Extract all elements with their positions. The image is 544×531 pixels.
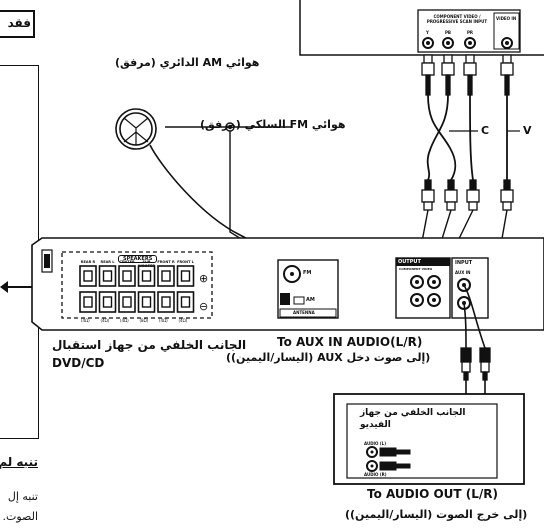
am-antenna-label: هوائي AM الدائري (مرفق) bbox=[115, 56, 260, 69]
component-video-cables bbox=[426, 94, 508, 181]
aux-caption-english: To AUX IN AUDIO(L/R) bbox=[277, 335, 423, 349]
video-cable-tag: V bbox=[523, 124, 532, 137]
speaker-terminal-clip bbox=[122, 296, 132, 308]
tv-video-in-label: VIDEO IN bbox=[496, 16, 517, 21]
speaker-block-frame bbox=[61, 251, 213, 319]
audio-out-caption-arabic: (إلى خرج الصوت (اليسار/اليمين)) bbox=[345, 508, 528, 521]
speaker-terminal-bottom[interactable] bbox=[98, 291, 117, 313]
tv-component-jack bbox=[422, 37, 513, 49]
vcr-rear-panel bbox=[333, 393, 525, 485]
aux-caption-arabic: (إلى صوت دخل AUX (اليسار/اليمين)) bbox=[226, 351, 431, 364]
speaker-terminal-top[interactable] bbox=[118, 265, 136, 287]
audio-rca-plug bbox=[460, 347, 491, 381]
speaker-terminal-clip bbox=[161, 296, 171, 308]
speaker-terminal-clip bbox=[141, 270, 152, 282]
speaker-impedance-label: (4Ω) bbox=[81, 318, 90, 323]
antenna-terminal bbox=[277, 259, 339, 319]
speaker-channel-label: FRONT L bbox=[177, 260, 194, 264]
side-panel-title-box: فقد bbox=[0, 10, 35, 38]
speaker-impedance-label: (4Ω) bbox=[100, 318, 110, 323]
speaker-channel-label: FRONT R bbox=[157, 260, 175, 264]
tv-component-header: COMPONENT VIDEO / PROGRESSIVE SCAN INPUT bbox=[426, 14, 488, 24]
speaker-impedance-label: (8Ω) bbox=[139, 318, 149, 323]
speaker-minus-icon: ⊖ bbox=[199, 300, 209, 313]
speaker-channel-label: SUB WOOFER bbox=[137, 260, 156, 268]
speaker-terminal-clip bbox=[122, 270, 132, 282]
speaker-terminal-clip bbox=[102, 296, 113, 308]
tv-jack-y-label: Y bbox=[426, 30, 429, 35]
speaker-channel-label: REAR R bbox=[80, 260, 96, 264]
tv-jack-pr-label: PR bbox=[467, 30, 474, 35]
speaker-channel-label: CENTER bbox=[119, 260, 135, 264]
fm-antenna-label: هوائي FM السلكي (مرفق) bbox=[200, 118, 346, 131]
aux-in-label: AUX IN bbox=[455, 270, 471, 275]
speaker-terminal-clip bbox=[83, 296, 93, 308]
audio-out-caption-english: To AUDIO OUT (L/R) bbox=[367, 487, 499, 501]
tv-rear-panel bbox=[299, 0, 544, 56]
speaker-terminal-top[interactable] bbox=[98, 265, 117, 287]
rear-caption-arabic: الجانب الخلفي من جهاز استقبال bbox=[52, 338, 247, 352]
speaker-terminal-bottom[interactable] bbox=[157, 291, 175, 313]
speaker-terminals bbox=[79, 265, 195, 313]
receiver-rca-plug bbox=[421, 179, 514, 211]
speaker-terminal-clip bbox=[180, 270, 191, 282]
rear-caption-model: DVD/CD bbox=[52, 356, 105, 370]
speaker-impedance-label: (4Ω) bbox=[120, 318, 129, 323]
speakers-header: SPEAKERS bbox=[118, 255, 158, 263]
speaker-impedance-label: (4Ω) bbox=[159, 318, 168, 323]
side-panel-title: فقد bbox=[7, 16, 31, 30]
antenna-am-label: AM bbox=[306, 297, 315, 303]
tv-jack-pb-label: PB bbox=[445, 30, 451, 35]
output-input-panel bbox=[395, 257, 489, 319]
speaker-plus-icon: ⊕ bbox=[199, 272, 209, 285]
speaker-terminal-bottom[interactable] bbox=[118, 291, 136, 313]
warning-heading: تنبه لم bbox=[0, 455, 38, 469]
speaker-terminal-top[interactable] bbox=[137, 265, 156, 287]
component-cable-tag: C bbox=[481, 124, 490, 137]
output-sub-label: COMPONENT VIDEO bbox=[399, 267, 433, 271]
speaker-terminal-clip bbox=[180, 296, 191, 308]
antenna-panel-label: ANTENNA bbox=[293, 310, 315, 315]
speaker-terminal-clip bbox=[141, 296, 152, 308]
speaker-terminal-top[interactable] bbox=[79, 265, 97, 287]
tv-rca-plug bbox=[421, 54, 514, 96]
speaker-terminal-bottom[interactable] bbox=[137, 291, 156, 313]
warning-line-2: الصوت. bbox=[2, 510, 38, 523]
vcr-audio-r-label: AUDIO (R) bbox=[364, 472, 387, 477]
antenna-fm-label: FM bbox=[303, 270, 312, 276]
speaker-impedance-label: (4Ω) bbox=[178, 318, 188, 323]
arrow-head-icon bbox=[0, 281, 8, 293]
audio-cable bbox=[463, 284, 486, 349]
speaker-terminal-clip bbox=[83, 270, 93, 282]
vcr-label-line-2: الفيديو bbox=[360, 420, 391, 430]
speaker-terminal-bottom[interactable] bbox=[79, 291, 97, 313]
speaker-terminal-clip bbox=[161, 270, 171, 282]
vcr-rca-plug bbox=[379, 447, 411, 471]
speaker-terminal-bottom[interactable] bbox=[176, 291, 195, 313]
output-jack-panel bbox=[395, 257, 451, 319]
speaker-channel-label: REAR L bbox=[100, 260, 115, 264]
input-label: INPUT bbox=[455, 260, 473, 266]
speaker-terminal-top[interactable] bbox=[157, 265, 175, 287]
warning-line-1: تنبه إل bbox=[7, 490, 38, 503]
side-panel-arrow bbox=[4, 286, 38, 288]
speaker-terminal-top[interactable] bbox=[176, 265, 195, 287]
vcr-audio-l-label: AUDIO (L) bbox=[364, 441, 387, 446]
output-label: OUTPUT bbox=[398, 259, 421, 265]
tv-video-in-box bbox=[493, 12, 520, 50]
speaker-terminal-clip bbox=[102, 270, 113, 282]
vcr-label-line-1: الجانب الخلفي من جهاز bbox=[360, 408, 466, 418]
